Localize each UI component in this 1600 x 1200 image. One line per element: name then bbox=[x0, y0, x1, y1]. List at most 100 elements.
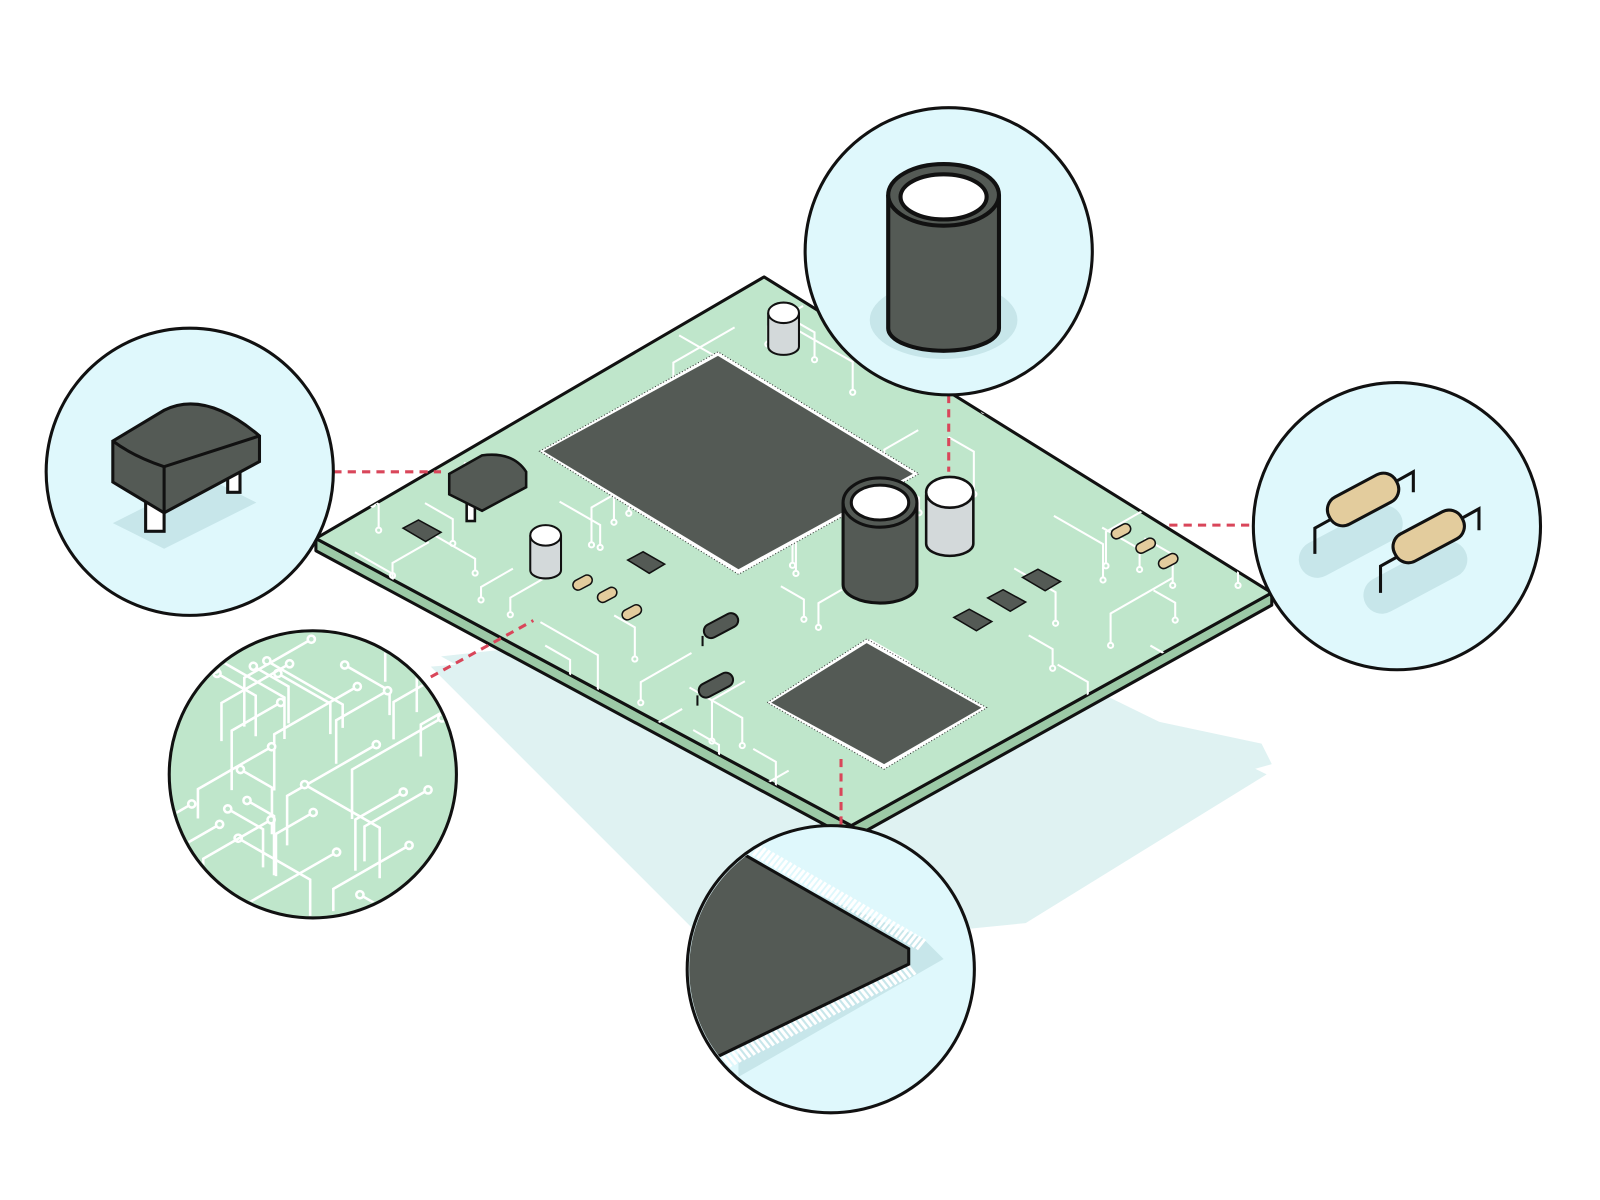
trace-via bbox=[1107, 641, 1115, 649]
chip-pin bbox=[807, 876, 819, 889]
chip-pin bbox=[872, 979, 884, 993]
trace-via bbox=[596, 543, 604, 551]
chip-pin bbox=[896, 968, 908, 981]
chip-pin bbox=[829, 888, 840, 902]
trace bbox=[372, 361, 410, 424]
resistor bbox=[1135, 537, 1157, 554]
trace bbox=[479, 286, 527, 329]
resistors bbox=[572, 522, 1179, 621]
leader-lines bbox=[333, 394, 1254, 826]
trace-via bbox=[427, 356, 435, 364]
trace-via bbox=[471, 569, 479, 577]
capacitor-small-left bbox=[529, 524, 563, 580]
chip-pin bbox=[885, 920, 896, 934]
chip-pin bbox=[881, 918, 892, 931]
trace bbox=[394, 914, 432, 916]
trace-via bbox=[445, 632, 455, 638]
secondary-chip bbox=[771, 643, 982, 765]
trace bbox=[121, 721, 170, 810]
chip-pin bbox=[868, 911, 879, 924]
trace bbox=[1104, 507, 1147, 566]
trace-via bbox=[1051, 619, 1060, 627]
chip-pin bbox=[806, 1012, 818, 1026]
trace-via bbox=[171, 663, 179, 673]
trace bbox=[374, 311, 412, 367]
trace-via bbox=[1159, 703, 1167, 711]
trace bbox=[1142, 671, 1164, 708]
chip-pin bbox=[863, 984, 875, 997]
trace-via bbox=[625, 509, 633, 517]
chip-pin bbox=[812, 879, 823, 892]
trace bbox=[639, 652, 692, 703]
trace-via bbox=[446, 701, 455, 712]
chip-pin bbox=[759, 1036, 771, 1049]
trace-via bbox=[214, 819, 225, 830]
callout-chip-pins bbox=[685, 824, 976, 1115]
trace bbox=[404, 322, 432, 361]
trace-via bbox=[800, 615, 808, 623]
chip-pin bbox=[820, 1005, 832, 1019]
trace bbox=[277, 672, 332, 735]
trace-via bbox=[306, 634, 317, 645]
chip-pin bbox=[750, 1041, 761, 1054]
trace bbox=[490, 312, 552, 391]
trace-via bbox=[355, 889, 365, 900]
chip-pin bbox=[915, 938, 927, 951]
trace bbox=[422, 528, 477, 574]
trace-via bbox=[423, 785, 433, 795]
chip-pin bbox=[872, 913, 884, 926]
trace-via bbox=[483, 746, 491, 754]
trace-via bbox=[738, 742, 746, 750]
trace-via bbox=[1169, 581, 1177, 589]
chip-pin bbox=[781, 861, 793, 874]
trace bbox=[1153, 589, 1177, 621]
trace-via bbox=[371, 739, 382, 750]
trace-via bbox=[587, 541, 596, 549]
trace bbox=[539, 621, 599, 697]
chip-pin bbox=[756, 847, 767, 860]
chip-pin bbox=[811, 1010, 823, 1023]
capacitor-large-dark bbox=[841, 476, 919, 605]
trace-via bbox=[624, 340, 632, 348]
resistor bbox=[1157, 552, 1179, 570]
capacitor-small-top bbox=[767, 301, 800, 356]
chip-pin bbox=[901, 965, 912, 978]
trace-via bbox=[1049, 664, 1057, 672]
chip-pin bbox=[745, 1043, 757, 1056]
chip-pin bbox=[891, 970, 903, 983]
chip-pin bbox=[816, 881, 828, 894]
trace bbox=[214, 656, 286, 740]
chip-pin bbox=[882, 975, 893, 988]
trace-via bbox=[810, 356, 819, 364]
trace-via bbox=[1180, 696, 1188, 704]
trace bbox=[1028, 634, 1054, 669]
trace-via bbox=[1173, 503, 1181, 511]
trace-via bbox=[522, 325, 530, 333]
chip-pin bbox=[773, 1029, 785, 1042]
trace bbox=[350, 716, 443, 819]
chip-pin bbox=[849, 991, 860, 1004]
trace bbox=[363, 788, 429, 862]
trace-via bbox=[1099, 576, 1107, 584]
chip-pin bbox=[833, 891, 845, 904]
trace bbox=[334, 689, 389, 764]
chip-pin bbox=[825, 886, 836, 899]
trace-via bbox=[792, 569, 800, 578]
chip-pin bbox=[764, 851, 776, 865]
trace bbox=[559, 500, 602, 548]
inductors bbox=[696, 612, 740, 706]
chip-pin bbox=[740, 1046, 752, 1059]
trace-via bbox=[849, 388, 857, 396]
trace-via bbox=[388, 599, 397, 607]
trace-via bbox=[191, 664, 202, 675]
chip-pin bbox=[787, 1022, 799, 1035]
trace bbox=[1147, 470, 1179, 508]
resistor bbox=[1110, 522, 1132, 540]
trace-via bbox=[1243, 505, 1251, 514]
chip-pin bbox=[830, 1001, 841, 1014]
trace bbox=[1053, 514, 1105, 580]
trace-via bbox=[371, 363, 379, 371]
trace-via bbox=[299, 779, 310, 790]
chip-pin bbox=[799, 871, 810, 884]
chip-pin bbox=[777, 859, 789, 872]
